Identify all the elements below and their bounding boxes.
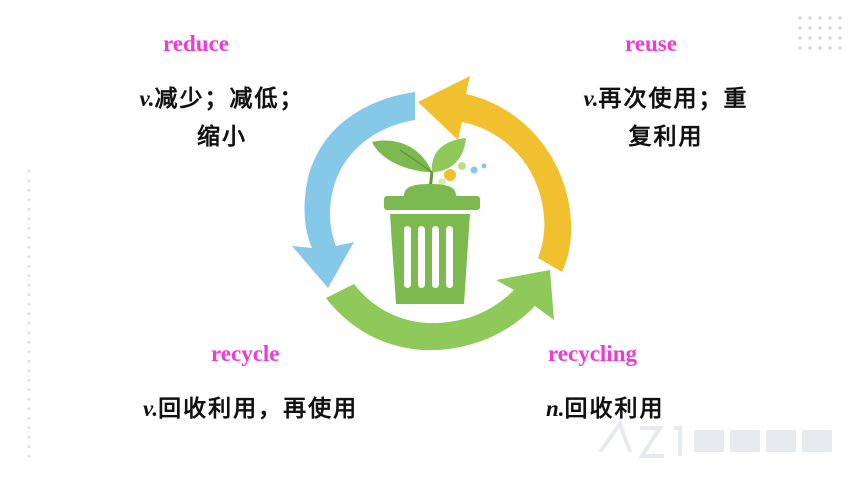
- term-recycling: recycling: [548, 341, 637, 366]
- meaning-line: 减少；减低；: [154, 85, 305, 112]
- definition-reduce: v.减少；减低； 缩小: [122, 80, 322, 156]
- recycle-arrow-green-icon: [326, 270, 554, 351]
- dot-grid-decoration: [798, 16, 842, 50]
- leaf-icon: [372, 138, 487, 191]
- meaning: 回收利用，再使用: [158, 395, 359, 422]
- part-of-speech: v.: [143, 396, 159, 421]
- term-recycle: recycle: [211, 341, 280, 366]
- term-reduce: reduce: [163, 31, 230, 56]
- recycle-arrow-blue-icon: [292, 92, 415, 288]
- definition-recycle: v.回收利用，再使用: [143, 390, 358, 428]
- part-of-speech: n.: [546, 396, 565, 421]
- trash-bin-icon: [384, 184, 480, 304]
- watermark-logo: [598, 419, 832, 458]
- recycle-graphic: [292, 76, 572, 351]
- meaning: 回收利用: [564, 395, 665, 422]
- term-reuse: reuse: [625, 31, 677, 56]
- definition-reuse: v.再次使用；重 复利用: [561, 80, 771, 156]
- meaning-line: 复利用: [628, 123, 704, 150]
- meaning-line: 再次使用；重: [598, 85, 749, 112]
- dotted-line-decoration: [27, 170, 31, 460]
- part-of-speech: v.: [583, 86, 599, 111]
- definition-recycling: n.回收利用: [546, 390, 665, 428]
- meaning-line: 缩小: [197, 123, 247, 150]
- part-of-speech: v.: [139, 86, 155, 111]
- recycle-arrow-yellow-icon: [418, 76, 572, 272]
